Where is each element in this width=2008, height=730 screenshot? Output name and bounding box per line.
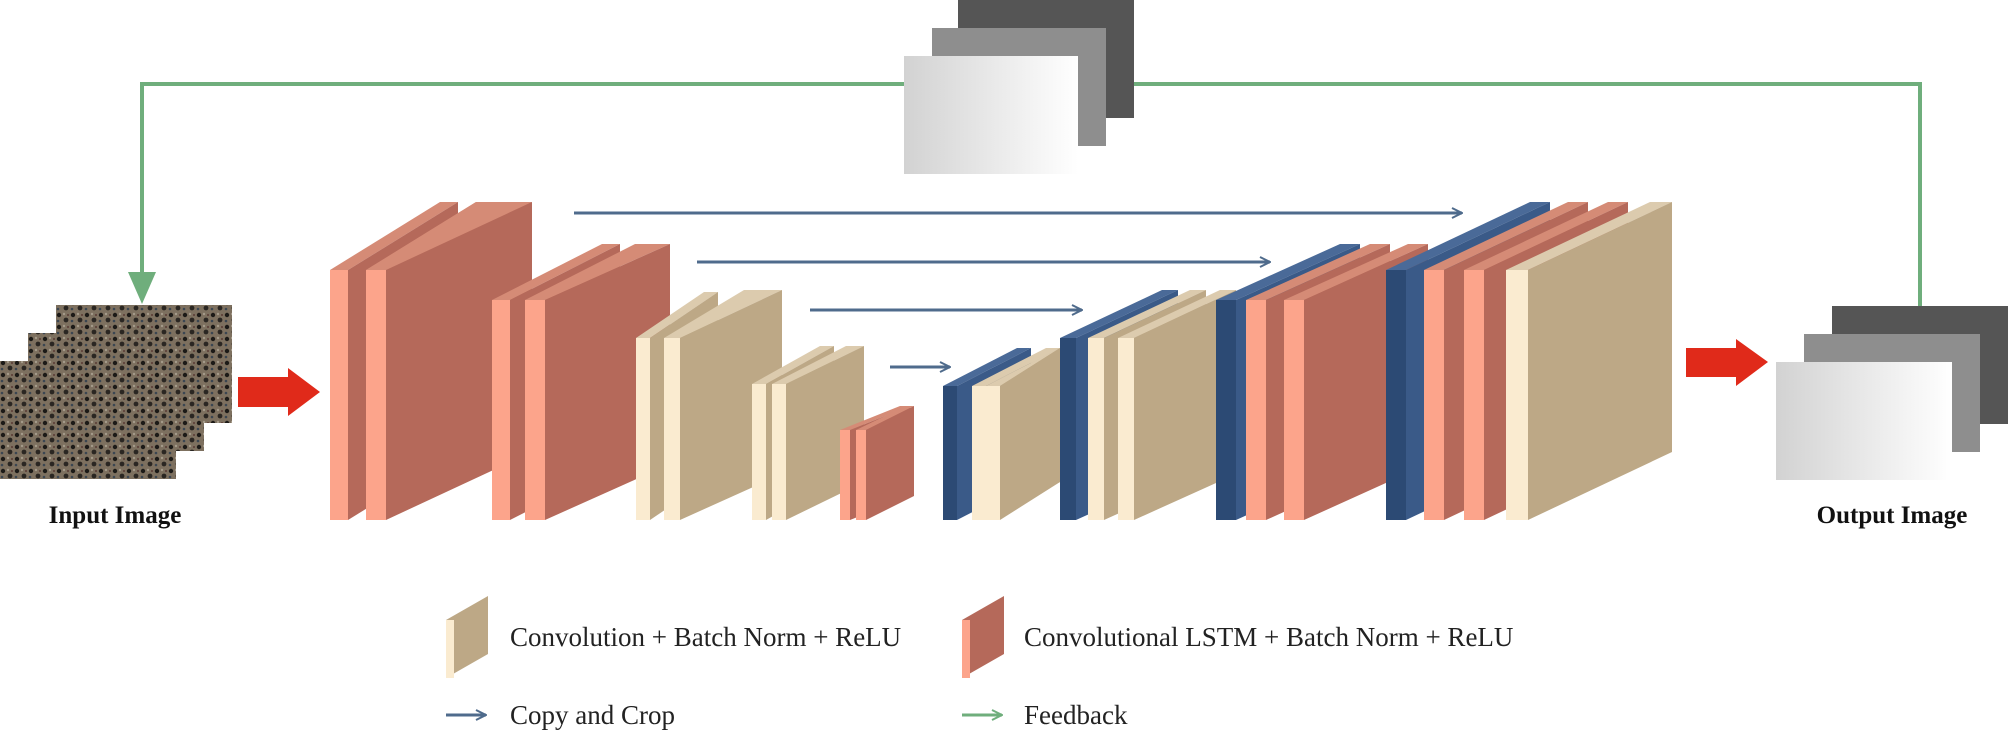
input-flow-arrow [238,368,320,416]
legend-lstm-swatch [962,596,1004,678]
bottleneck-block [840,406,914,520]
encoder-block-1 [330,202,532,520]
output-flow-arrow [1686,339,1768,386]
output-image-label: Output Image [1817,502,1968,529]
decoder-block-1 [943,348,1060,520]
legend: Convolution + Batch Norm + ReLU Convolut… [446,596,1513,730]
legend-lstm-label: Convolutional LSTM + Batch Norm + ReLU [1024,622,1513,652]
input-image-label: Input Image [49,502,182,529]
feedback-arrowhead [128,272,156,304]
decoder-block-2 [1060,290,1236,520]
feedback-feature-stack [904,0,1134,174]
output-image-stack [1776,306,2008,480]
input-image-stack [0,305,232,479]
legend-feedback-label: Feedback [1024,700,1128,730]
decoder-block-4 [1386,202,1672,520]
legend-conv-label: Convolution + Batch Norm + ReLU [510,622,901,652]
legend-conv-swatch [446,596,488,678]
legend-copy-label: Copy and Crop [510,700,675,730]
